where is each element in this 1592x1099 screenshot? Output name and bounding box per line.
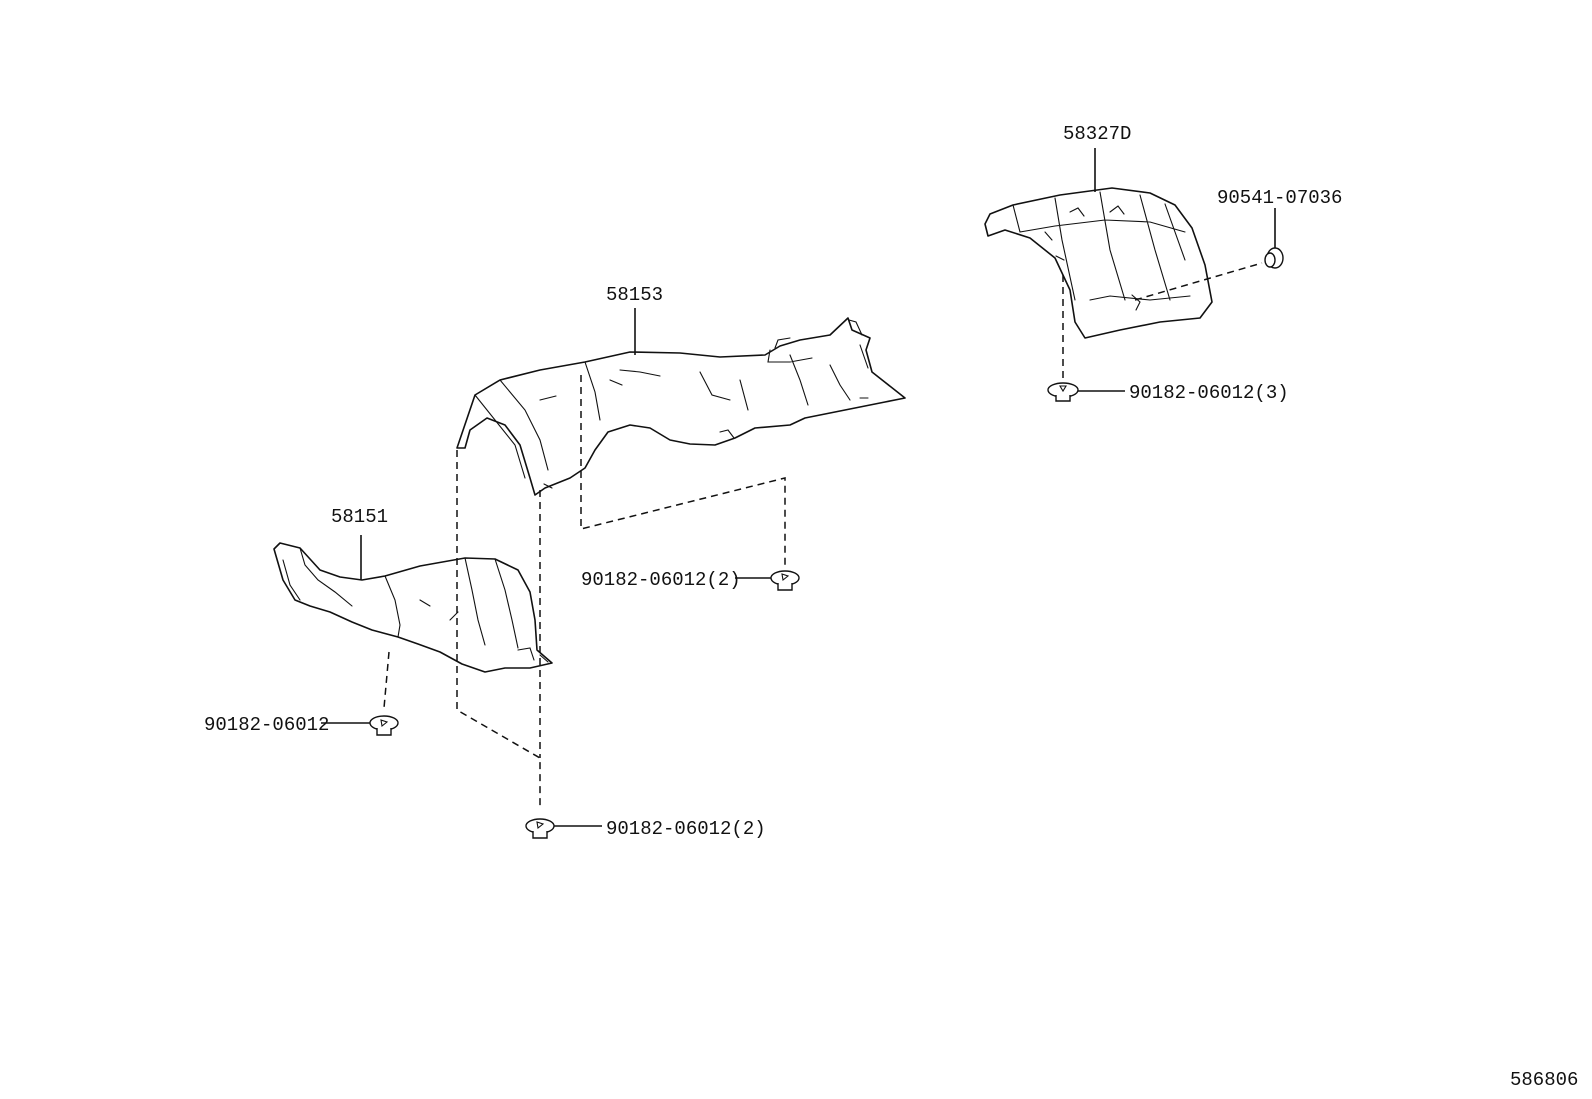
- bolt-icon-right-top: [1047, 382, 1079, 402]
- heat-shield-58327d: [984, 187, 1213, 339]
- bolt-icon-center: [770, 570, 800, 591]
- bolt-icon-left: [369, 715, 399, 736]
- nut-90541-07036-icon: [1264, 247, 1284, 269]
- label-90182-06012-2-center: 90182-06012(2): [581, 569, 741, 591]
- leader-lines: [321, 148, 1276, 827]
- heat-shield-58151: [273, 542, 553, 673]
- label-90182-06012-2-bottom: 90182-06012(2): [606, 818, 766, 840]
- heat-shield-58153: [456, 317, 906, 496]
- alignment-lines: [383, 262, 1263, 810]
- label-90182-06012-left: 90182-06012: [204, 714, 329, 736]
- bolt-icon-bottom: [525, 818, 555, 839]
- drawing-number: 586806: [1510, 1069, 1578, 1091]
- label-90182-06012-3: 90182-06012(3): [1129, 382, 1289, 404]
- label-90541-07036: 90541-07036: [1217, 187, 1342, 209]
- label-58153: 58153: [606, 284, 663, 306]
- label-58327d: 58327D: [1063, 123, 1131, 145]
- label-58151: 58151: [331, 506, 388, 528]
